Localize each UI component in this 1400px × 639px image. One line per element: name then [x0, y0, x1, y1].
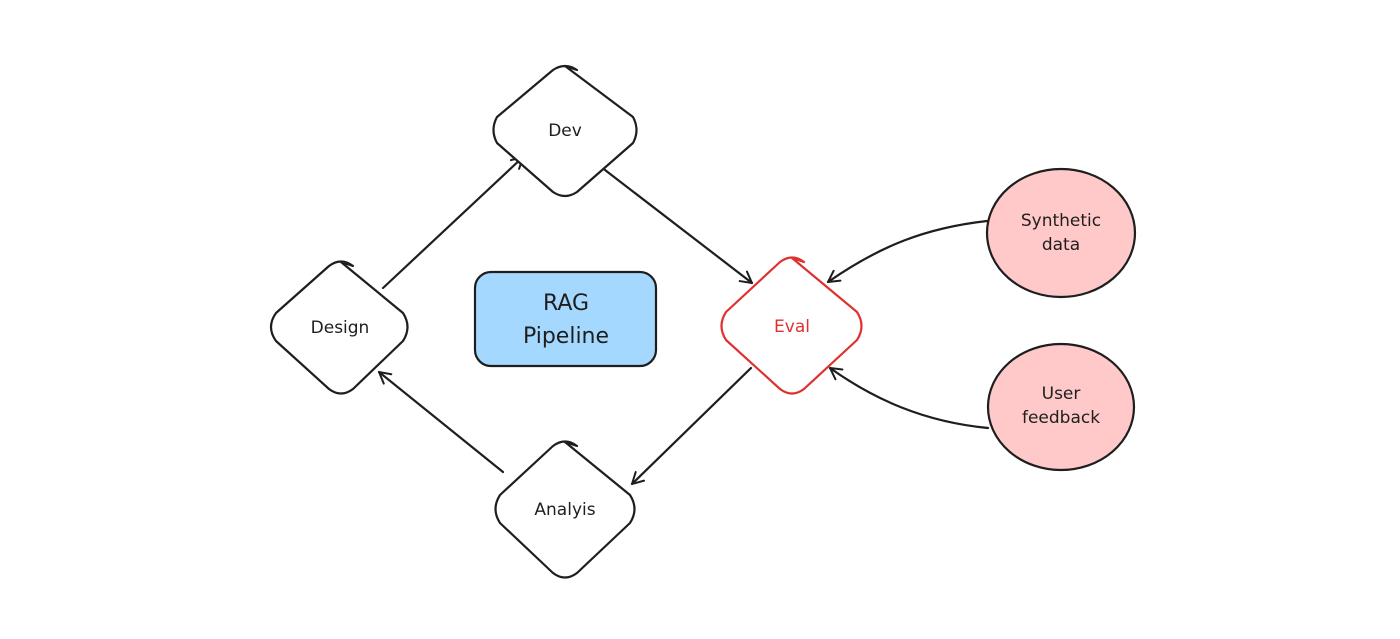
eval-label: Eval: [774, 317, 810, 337]
synthetic-data-circle: [985, 167, 1137, 299]
synthetic-data-line2: data: [1042, 235, 1080, 255]
user-feedback-circle: [986, 342, 1136, 472]
analysis-label: Analyis: [534, 500, 595, 520]
user-feedback-line1: User: [1042, 384, 1081, 404]
edge-design-to-dev: [381, 155, 525, 290]
rag-pipeline-box: RAG Pipeline: [473, 270, 658, 368]
edge-eval-to-analysis: [630, 366, 753, 486]
user-feedback-node: User feedback: [986, 342, 1136, 472]
edge-dev-to-eval: [603, 168, 754, 285]
synthetic-data-line1: Synthetic: [1021, 211, 1101, 231]
synthetic-data-node: Synthetic data: [985, 167, 1137, 299]
dev-diamond: [492, 64, 638, 198]
dev-node: Dev: [492, 64, 638, 198]
edges: [377, 155, 990, 486]
eval-diamond: [720, 256, 863, 395]
edge-feedback-to-eval: [828, 366, 990, 430]
rag-pipeline-rect: [473, 270, 658, 368]
edge-analysis-to-design: [377, 370, 505, 474]
rag-pipeline-line1: RAG: [543, 291, 589, 316]
dev-label: Dev: [548, 121, 582, 141]
rag-pipeline-line2: Pipeline: [523, 324, 609, 349]
edge-synthetic-to-eval: [826, 219, 989, 284]
design-node: Design: [269, 260, 409, 395]
eval-node: Eval: [720, 256, 863, 395]
design-label: Design: [311, 318, 370, 338]
analysis-diamond: [494, 440, 636, 579]
analysis-node: Analyis: [494, 440, 636, 579]
user-feedback-line2: feedback: [1022, 408, 1100, 428]
design-diamond: [269, 260, 409, 395]
